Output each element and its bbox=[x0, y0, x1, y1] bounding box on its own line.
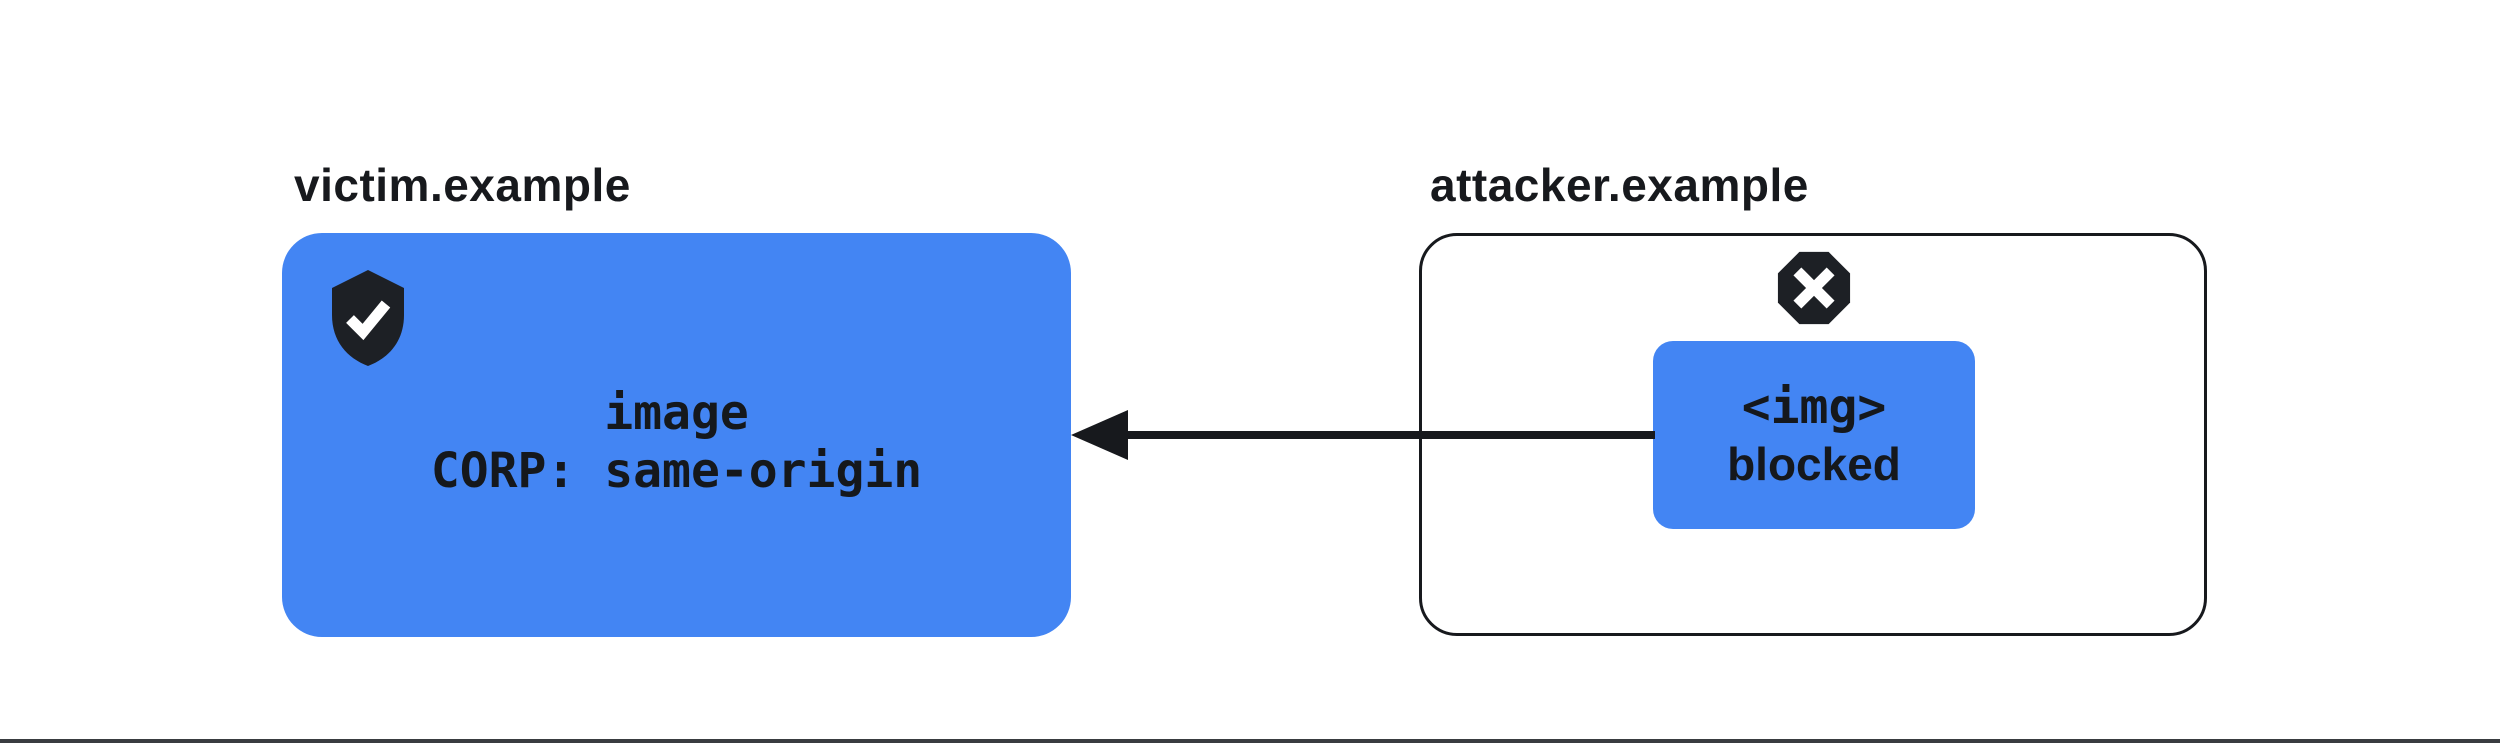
blocked-img-tag-text: <img> bbox=[1741, 379, 1887, 435]
section-divider bbox=[0, 739, 2500, 743]
attacker-domain-label: attacker.example bbox=[1430, 159, 1809, 211]
blocked-img-box: <img> blocked bbox=[1653, 341, 1975, 529]
victim-domain-label: victim.example bbox=[294, 159, 631, 211]
shield-check-icon bbox=[332, 270, 404, 366]
victim-resource-text: image CORP: same-origin bbox=[282, 233, 1071, 637]
victim-resource-line2: CORP: same-origin bbox=[430, 443, 923, 499]
victim-origin-box: image CORP: same-origin bbox=[282, 233, 1071, 637]
victim-resource-line1: image bbox=[604, 385, 749, 441]
blocked-octagon-icon bbox=[1777, 251, 1851, 325]
blocked-status-text: blocked bbox=[1727, 438, 1901, 490]
